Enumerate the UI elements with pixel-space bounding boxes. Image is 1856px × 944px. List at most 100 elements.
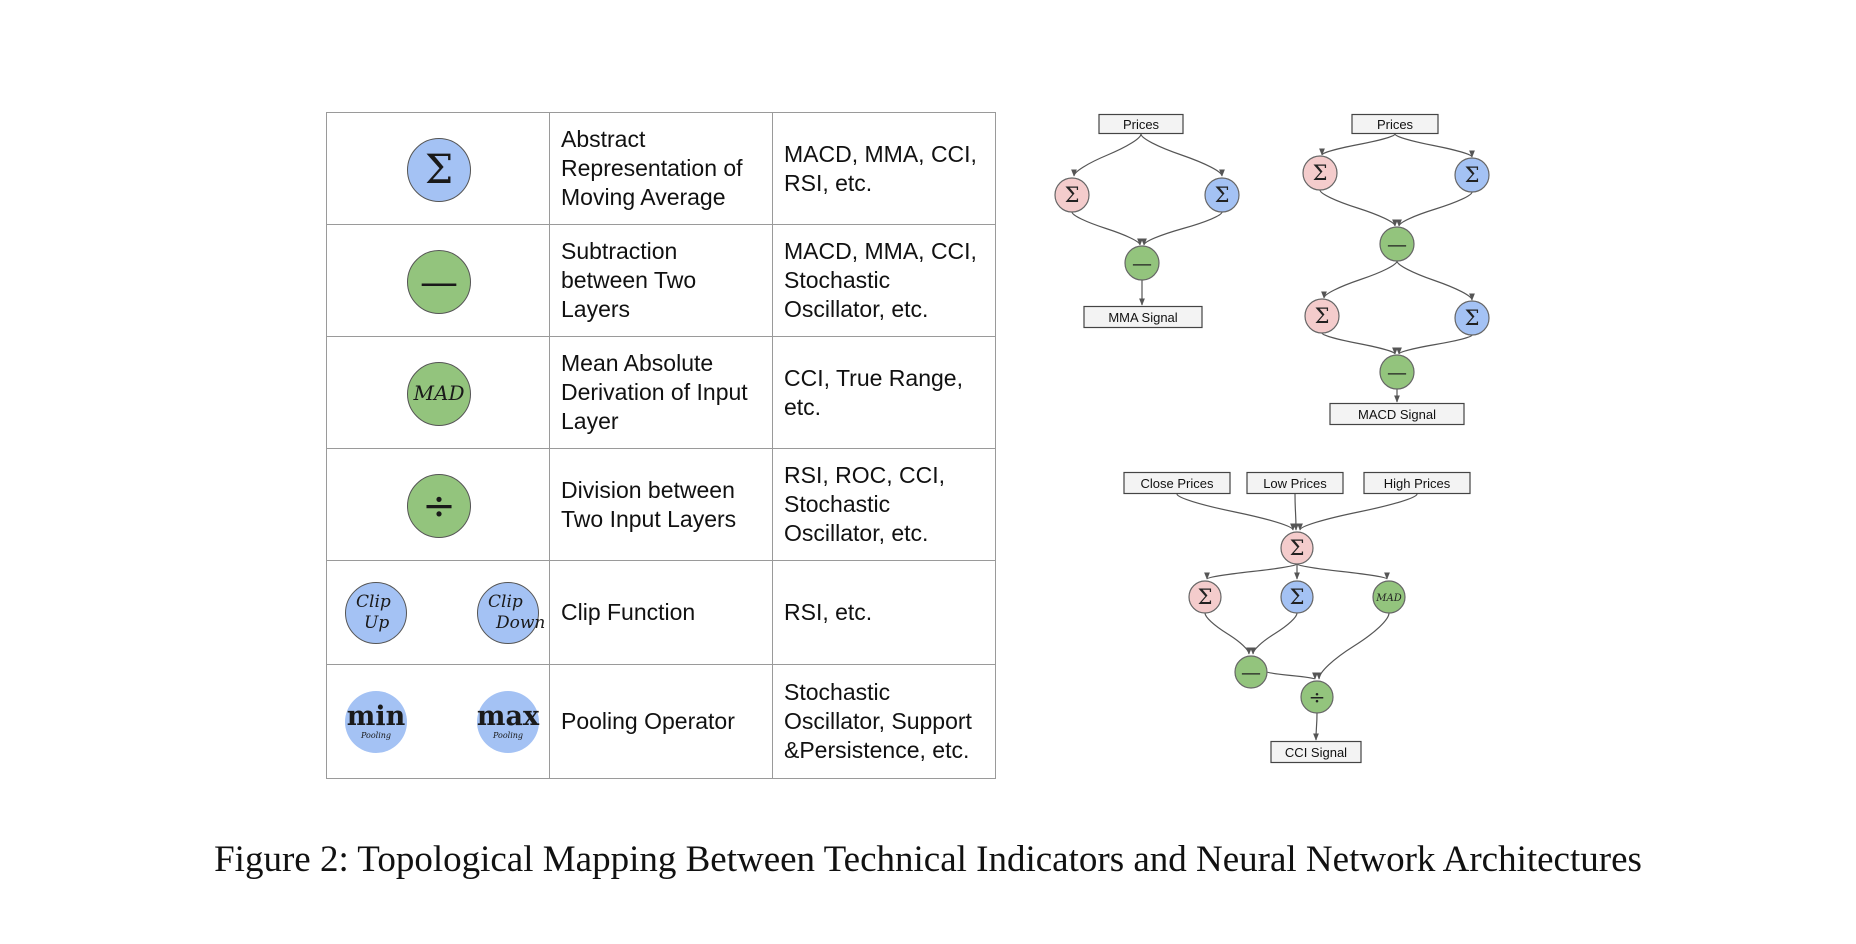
sigma-glyph: Σ xyxy=(1315,304,1330,328)
cci-low-prices-box: Low Prices xyxy=(1246,471,1344,495)
cci-high-prices-box-label: High Prices xyxy=(1384,476,1451,491)
clip-label: Up xyxy=(364,612,390,633)
sigma-glyph: Σ xyxy=(1290,536,1305,560)
edge-arrow xyxy=(1266,671,1318,680)
symbol-cell: Σ xyxy=(326,112,550,225)
symbol-cell: — xyxy=(326,224,550,337)
edge-arrow xyxy=(1071,133,1142,177)
edge-arrow xyxy=(1313,712,1319,741)
macd-minus-node: — xyxy=(1379,226,1415,262)
cci-sigma-node: Σ xyxy=(1280,580,1314,614)
mma-signal-box-label: MMA Signal xyxy=(1108,310,1177,325)
macd-sigma-node: Σ xyxy=(1454,300,1490,336)
macd-prices-box-label: Prices xyxy=(1377,117,1414,132)
div-glyph: ÷ xyxy=(1309,685,1326,709)
mad-glyph: MAD xyxy=(1375,593,1401,604)
edge-arrow xyxy=(1293,493,1299,531)
edge-arrow xyxy=(1321,260,1398,299)
figure-caption: Figure 2: Topological Mapping Between Te… xyxy=(214,839,1642,880)
edge-arrow xyxy=(1297,493,1418,531)
cci-low-prices-box-label: Low Prices xyxy=(1263,476,1327,491)
cci-mad-node: MAD xyxy=(1372,580,1406,614)
cci-signal-box-label: CCI Signal xyxy=(1285,745,1347,760)
edge-arrow xyxy=(1394,133,1475,158)
indicators-cell: Stochastic Oscillator, Support &Persiste… xyxy=(772,664,996,779)
edge-arrow xyxy=(1204,563,1298,580)
edge-arrow xyxy=(1396,334,1473,355)
clip-label: Clip xyxy=(356,591,391,612)
symbol-glyph: MAD xyxy=(413,381,465,405)
minus-glyph: — xyxy=(1241,660,1261,684)
cci-close-prices-box-label: Close Prices xyxy=(1141,476,1214,491)
pool-label: min xyxy=(346,701,406,732)
cci-close-prices-box: Close Prices xyxy=(1123,471,1231,495)
pool-sublabel: Pooling xyxy=(492,731,524,740)
cci-sigma-node: Σ xyxy=(1188,580,1222,614)
macd-signal-box-label: MACD Signal xyxy=(1358,407,1436,422)
cci-signal-box: CCI Signal xyxy=(1270,740,1362,764)
edge-arrow xyxy=(1250,612,1298,655)
mad-symbol-icon: MAD xyxy=(407,361,471,426)
macd-signal-box: MACD Signal xyxy=(1329,402,1465,426)
minus-symbol-icon: — xyxy=(407,249,471,314)
edge-arrow xyxy=(1141,211,1223,246)
minus-glyph: — xyxy=(1387,232,1407,256)
pool-sublabel: Pooling xyxy=(360,731,392,740)
sigma-glyph: Σ xyxy=(1198,585,1213,609)
pool-label: max xyxy=(476,701,540,732)
indicators-cell: CCI, True Range, etc. xyxy=(772,336,996,449)
edge-arrow xyxy=(1140,133,1225,177)
macd-sigma-node: Σ xyxy=(1302,155,1338,191)
sigma-glyph: Σ xyxy=(1313,161,1328,185)
edge-arrow xyxy=(1321,332,1398,355)
clip-label: Clip xyxy=(488,591,523,612)
mma-minus-node: — xyxy=(1124,245,1160,281)
sigma-glyph: Σ xyxy=(1215,183,1230,207)
mma-prices-box-label: Prices xyxy=(1123,117,1160,132)
cci-sigma-node: Σ xyxy=(1280,531,1314,565)
symbol-glyph: — xyxy=(420,259,458,304)
macd-prices-box: Prices xyxy=(1351,113,1439,135)
indicators-cell: MACD, MMA, CCI, Stochastic Oscillator, e… xyxy=(772,224,996,337)
indicators-cell: RSI, ROC, CCI, Stochastic Oscillator, et… xyxy=(772,448,996,561)
sigma-glyph: Σ xyxy=(1465,306,1480,330)
sigma-glyph: Σ xyxy=(1465,163,1480,187)
minus-glyph: — xyxy=(1387,360,1407,384)
indicators-cell: RSI, etc. xyxy=(772,560,996,665)
sigma-glyph: Σ xyxy=(1065,183,1080,207)
macd-minus-node: — xyxy=(1379,354,1415,390)
description-cell: Pooling Operator xyxy=(549,664,773,779)
minus-glyph: — xyxy=(1132,251,1152,275)
symbol-cell: ÷ xyxy=(326,448,550,561)
edge-arrow xyxy=(1319,133,1396,156)
edge-arrow xyxy=(1071,211,1143,246)
cci-high-prices-box: High Prices xyxy=(1363,471,1471,495)
description-cell: Mean Absolute Derivation of Input Layer xyxy=(549,336,773,449)
sigma-glyph: Σ xyxy=(1290,585,1305,609)
indicators-cell: MACD, MMA, CCI, RSI, etc. xyxy=(772,112,996,225)
cci-div-node: ÷ xyxy=(1300,680,1334,714)
edge-arrow xyxy=(1396,191,1473,227)
edge-arrow xyxy=(1316,612,1390,680)
clip-label: Down xyxy=(496,612,546,633)
edge-arrow xyxy=(1204,612,1252,655)
div-symbol-icon: ÷ xyxy=(407,473,471,538)
edge-arrow xyxy=(1319,189,1398,227)
edge-arrow xyxy=(1176,493,1296,531)
cci-minus-node: — xyxy=(1234,655,1268,689)
mma-sigma-node: Σ xyxy=(1204,177,1240,213)
symbol-glyph: ÷ xyxy=(422,482,456,529)
mma-prices-box: Prices xyxy=(1098,113,1184,135)
